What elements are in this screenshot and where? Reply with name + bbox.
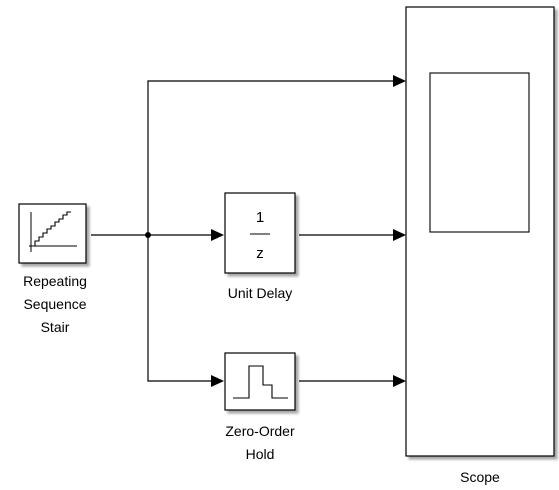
zero-order-hold-block[interactable]: [224, 352, 296, 411]
unit-delay-label: Unit Delay: [228, 285, 293, 301]
unit-delay-denominator: z: [256, 245, 264, 262]
zero-order-hold-label-line-2: Hold: [246, 446, 275, 462]
unit-delay-block[interactable]: 1 z: [224, 192, 296, 274]
arrowhead-scope-input-1: [393, 75, 406, 87]
zero-order-hold-icon: [233, 365, 288, 399]
repeating-sequence-stair-label-line-3: Stair: [41, 319, 70, 335]
unit-delay-numerator: 1: [256, 209, 264, 226]
repeating-sequence-stair-label-line-1: Repeating: [23, 273, 87, 289]
scope-display-screen: [429, 72, 530, 233]
arrowhead-zoh-input: [211, 375, 224, 387]
zero-order-hold-label-line-1: Zero-Order: [225, 423, 295, 439]
repeating-sequence-stair-block[interactable]: [18, 203, 87, 264]
arrowhead-scope-input-3: [393, 375, 406, 387]
scope-block[interactable]: [405, 6, 555, 457]
arrowhead-scope-input-2: [393, 229, 406, 241]
signal-line-branch-to-zoh[interactable]: [147, 235, 212, 382]
signal-line-direct-to-scope[interactable]: [147, 80, 395, 235]
arrowhead-unit-delay-input: [211, 229, 224, 241]
signal-lines: [91, 80, 395, 382]
branch-point[interactable]: [145, 232, 151, 238]
arrowheads: [211, 75, 406, 387]
scope-label: Scope: [460, 469, 500, 485]
staircase-icon: [29, 211, 77, 252]
repeating-sequence-stair-label-line-2: Sequence: [23, 296, 86, 312]
